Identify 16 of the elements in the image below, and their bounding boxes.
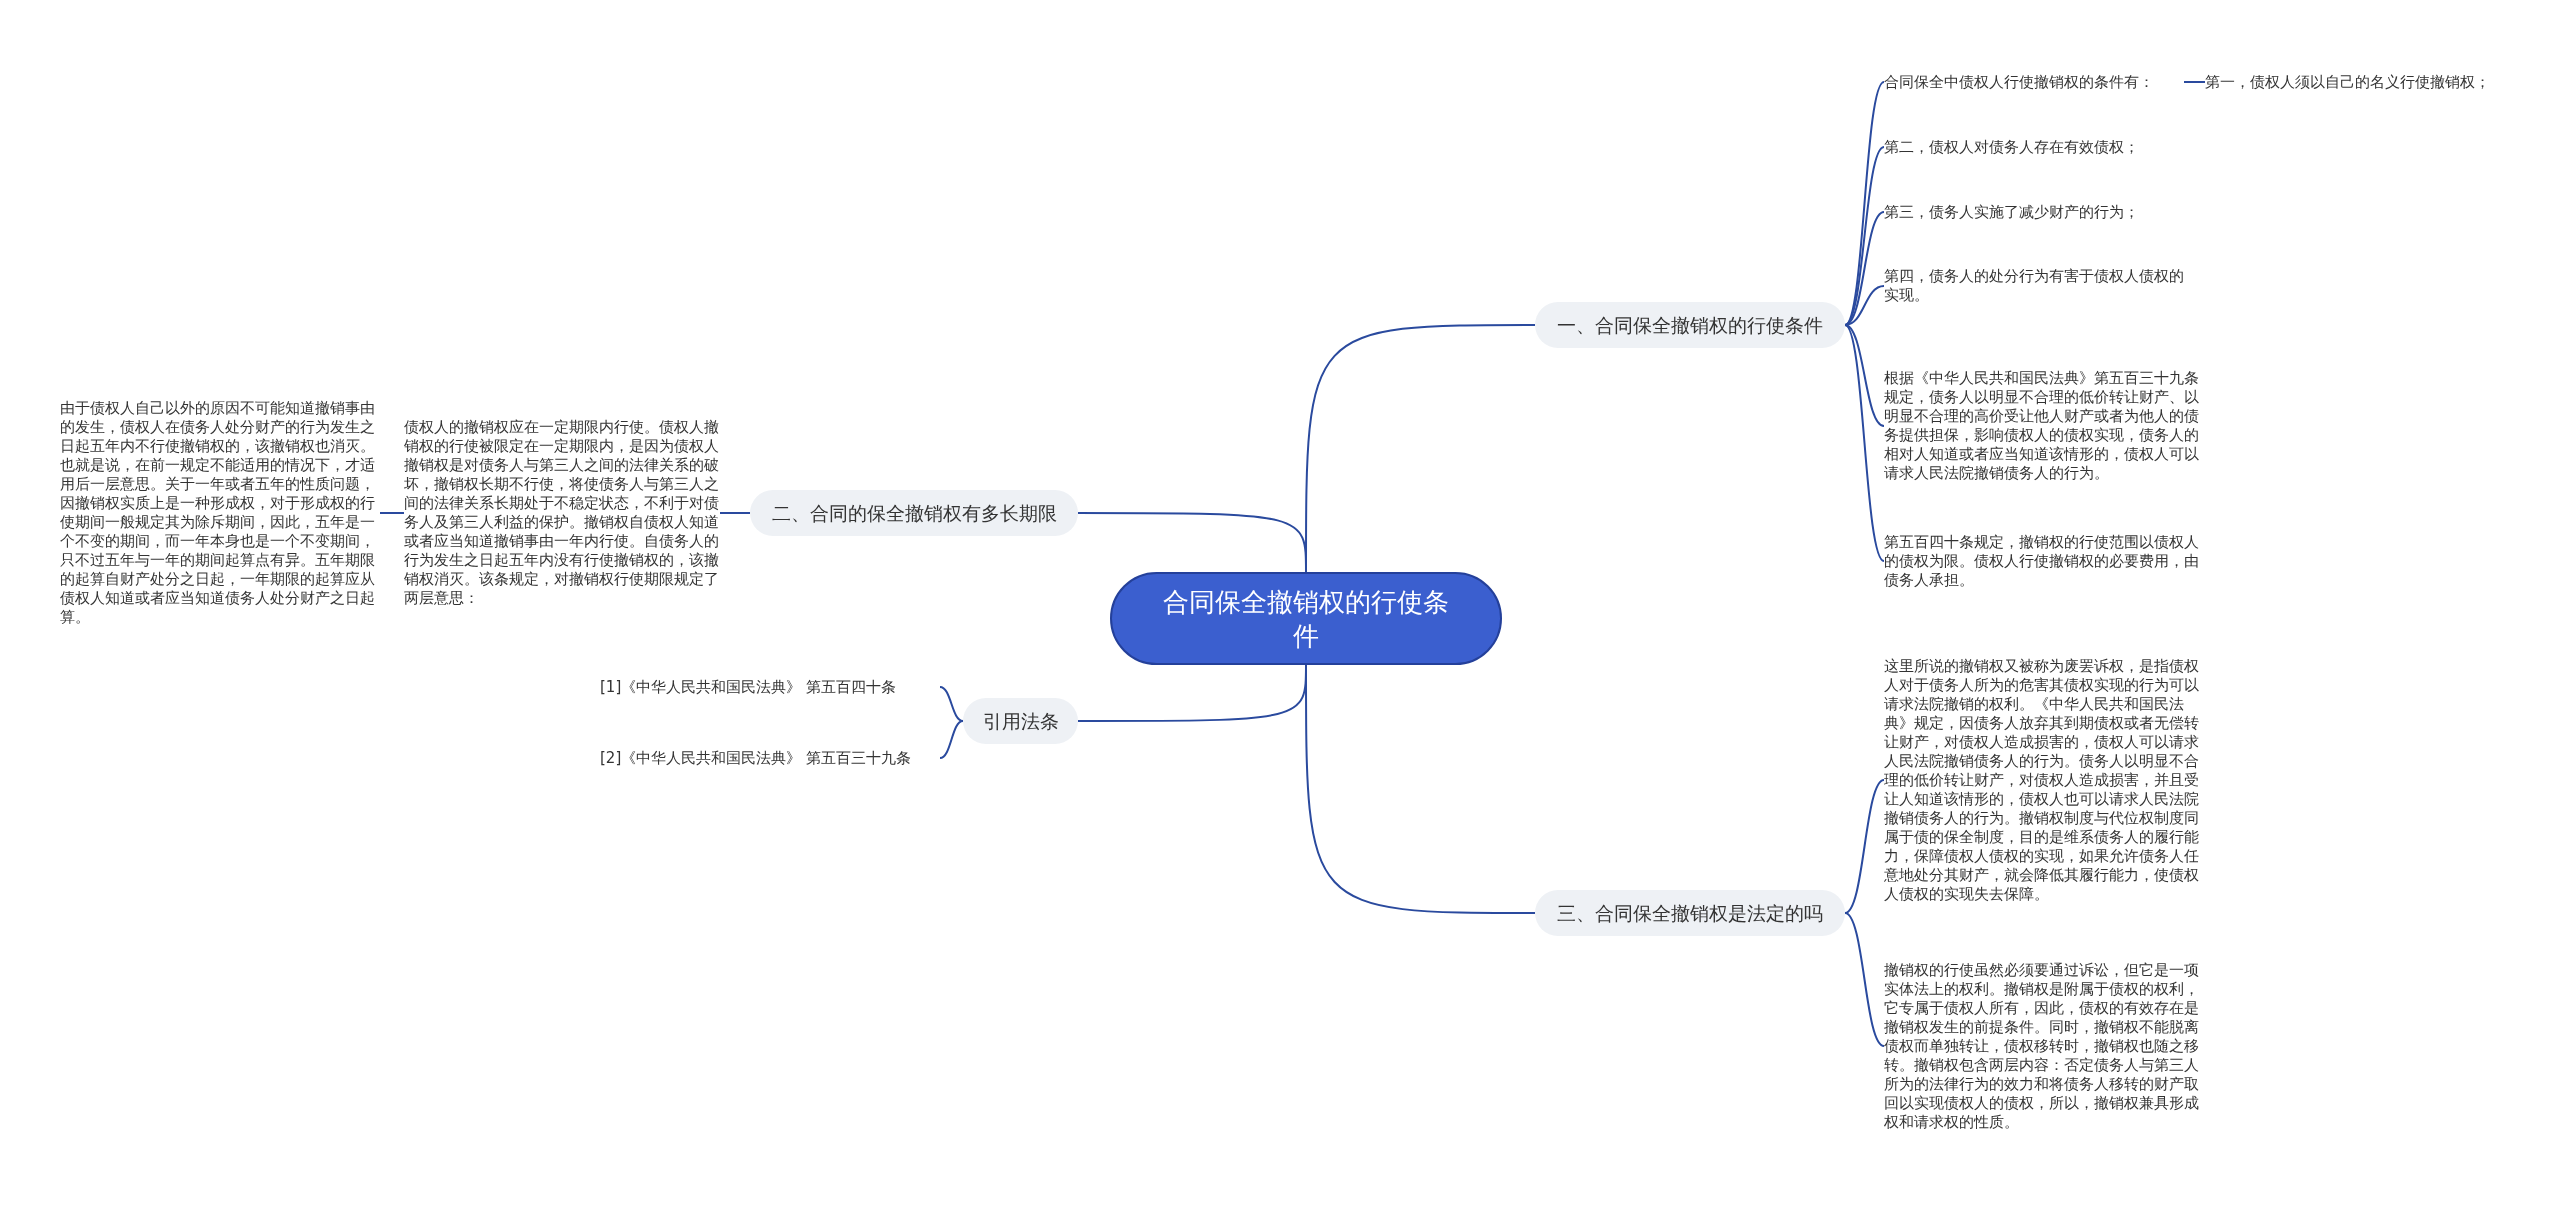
connector-line [939, 720, 964, 759]
connector-line [939, 686, 964, 722]
connector-line [1844, 779, 1885, 914]
connector-line [1844, 324, 1885, 562]
connector-line [2183, 81, 2206, 83]
connector-line [1844, 81, 1885, 326]
connector-line [379, 512, 405, 514]
branch-topic: 二、合同的保全撤销权有多长期限 [750, 490, 1078, 536]
connector-line [1077, 512, 1307, 573]
connector-line [1844, 912, 1885, 1047]
connector-line [1844, 146, 1885, 326]
branch-topic: 三、合同保全撤销权是法定的吗 [1535, 890, 1845, 936]
branch-topic: 一、合同保全撤销权的行使条件 [1535, 302, 1845, 348]
connector-line [719, 512, 751, 514]
branch-topic: 引用法条 [963, 698, 1078, 744]
central-topic: 合同保全撤销权的行使条件 [1110, 572, 1502, 665]
